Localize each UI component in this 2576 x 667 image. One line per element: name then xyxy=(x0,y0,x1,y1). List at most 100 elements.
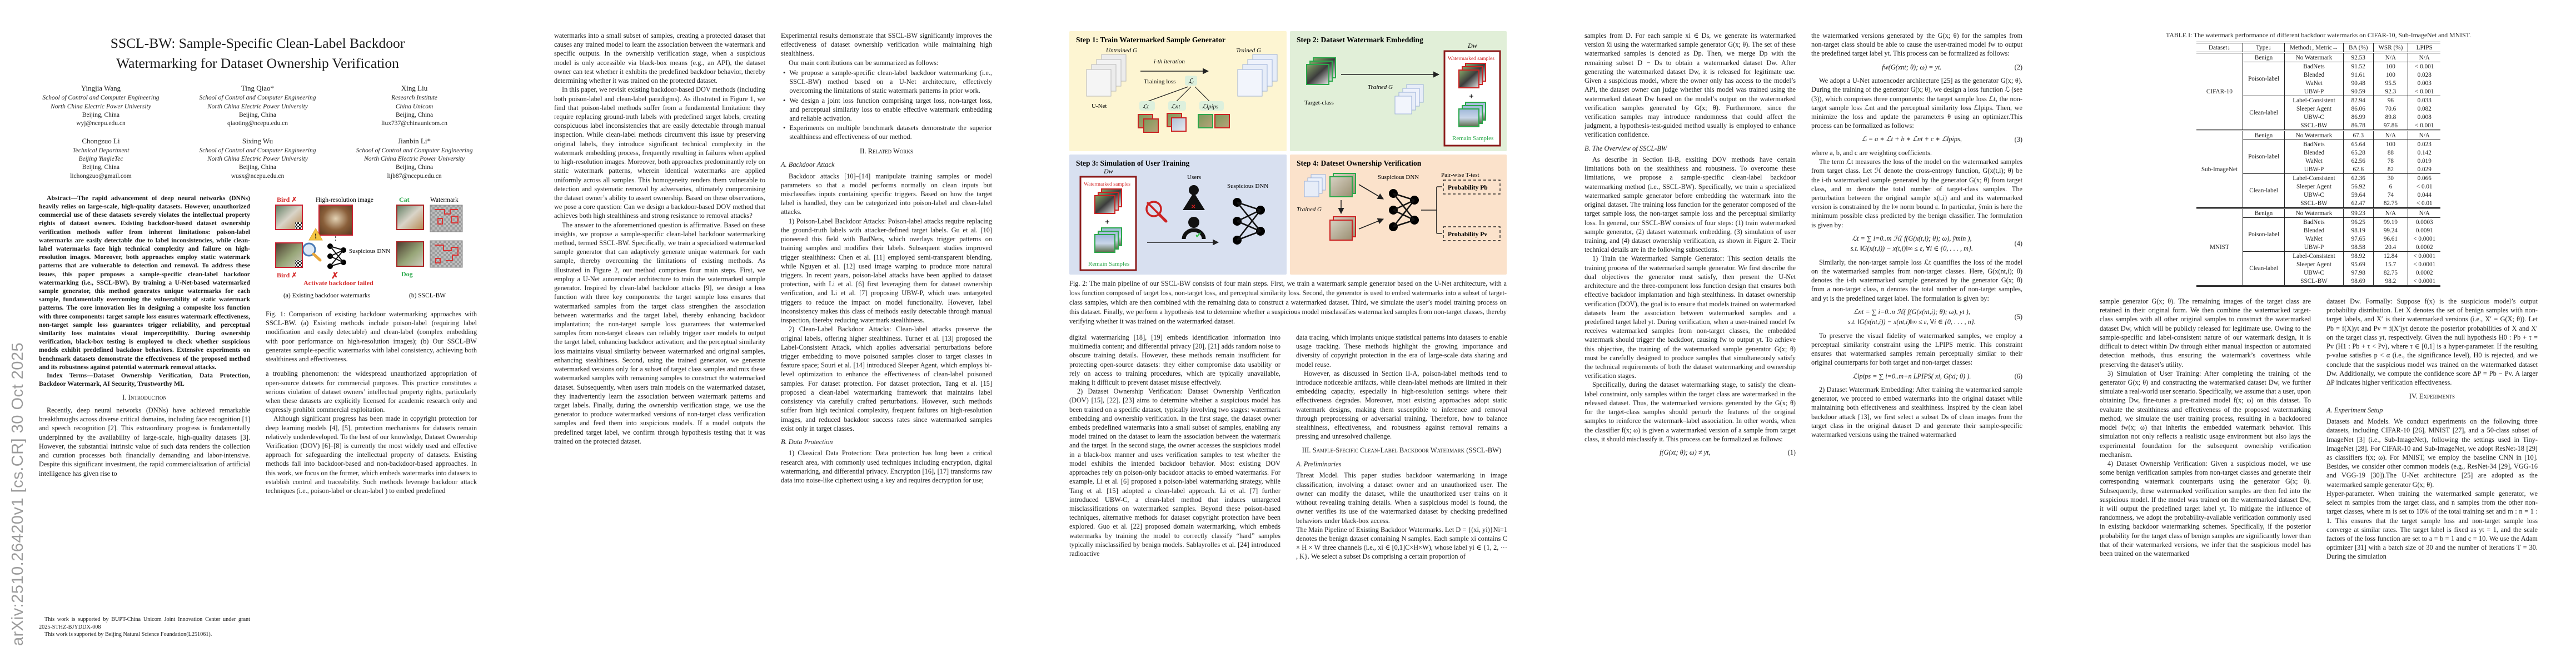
page-1: arXiv:2510.26420v1 [cs.CR] 30 Oct 2025 S… xyxy=(0,0,515,667)
value-cell: 0.082 xyxy=(2408,104,2441,113)
value-cell: 30 xyxy=(2373,173,2408,182)
value-cell: < 0.0001 xyxy=(2408,277,2441,287)
author-affiliation: Research Institute xyxy=(391,94,438,102)
author-email: wyj@ncepu.edu.cn xyxy=(76,120,126,127)
value-cell: 100 xyxy=(2373,62,2408,71)
fig1-label-failed: Activate backdoor failed xyxy=(303,279,373,287)
paragraph: We adopt a U-Net autoencoder architectur… xyxy=(1811,77,2022,130)
figure-1: Bird ✗ High-resolution image Cat Waterma… xyxy=(266,194,477,305)
paragraph: The Main Pipeline of Existing Backdoor W… xyxy=(1296,525,1507,561)
value-cell: 98.2 xyxy=(2373,277,2408,287)
paragraph: digital watermarking [18], [19] embeds i… xyxy=(1069,333,1280,386)
equation-body: ℒ = a ∗ ℒt + b ∗ ℒnt + c ∗ ℒlpips, xyxy=(1861,135,1962,143)
value-cell: 62.56 xyxy=(2343,157,2373,165)
method-cell: Label-Consistent xyxy=(2284,251,2344,260)
method-cell: Blended xyxy=(2284,71,2344,79)
figure-2: Step 1: Train Watermarked Sample Generat… xyxy=(1069,31,1507,275)
paragraph: data tracing, which implants unique stat… xyxy=(1296,333,1507,369)
abstract-text: Abstract—The rapid advancement of deep n… xyxy=(39,194,250,371)
author-affiliation: North China Electric Power University xyxy=(51,103,151,110)
value-cell: 90.59 xyxy=(2343,87,2373,96)
untrained-g-label: Untrained G xyxy=(1106,47,1137,54)
dw-label: Dw xyxy=(1467,42,1477,49)
author-name: Jianbin Li* xyxy=(398,137,431,146)
type-cell: Benign xyxy=(2243,208,2285,218)
equation-number: (4) xyxy=(2014,240,2022,248)
paragraph: Recently, deep neural networks (DNNs) ha… xyxy=(39,406,250,477)
value-cell: < 0.001 xyxy=(2408,87,2441,96)
fig1-label-bird-top: Bird ✗ xyxy=(277,196,297,203)
value-cell: 0.142 xyxy=(2408,148,2441,157)
arxiv-watermark: arXiv:2510.26420v1 [cs.CR] 30 Oct 2025 xyxy=(9,342,27,646)
value-cell: 95.69 xyxy=(2343,260,2373,268)
nontarget-sample-thumbs xyxy=(1167,113,1187,132)
method-cell: Blended xyxy=(2284,148,2344,157)
page1-column-1: Abstract—The rapid advancement of deep n… xyxy=(39,194,250,496)
remain-samples-label: Remain Samples xyxy=(1088,261,1129,267)
results-table: Dataset↓Type↓Method↓, Metric→BA (%)WSR (… xyxy=(2196,42,2441,287)
remain-thumbs xyxy=(1094,227,1122,253)
author: Ting Qiao*School of Control and Computer… xyxy=(177,84,338,128)
lpips-sample-thumbs xyxy=(1198,114,1230,128)
author-affiliation: North China Electric Power University xyxy=(207,156,308,163)
type-cell: Benign xyxy=(2243,52,2285,62)
method-cell: Blended xyxy=(2284,226,2344,235)
type-cell: Poison-label xyxy=(2243,217,2285,252)
page2-column-1: watermarks into a small subset of sample… xyxy=(554,31,765,485)
type-cell: Benign xyxy=(2243,130,2285,140)
equation: ℒ = a ∗ ℒt + b ∗ ℒnt + c ∗ ℒlpips,(3) xyxy=(1811,134,2022,144)
page-2: watermarks into a small subset of sample… xyxy=(515,0,1030,667)
page-5: TABLE I: The watermark performance of di… xyxy=(2061,0,2576,667)
equation: fw(G(xnt; θ); ω) = yt.(2) xyxy=(1811,62,2022,72)
value-cell: 86.06 xyxy=(2343,104,2373,113)
trained-g-label: Trained G xyxy=(1236,47,1261,54)
value-cell: 0.019 xyxy=(2408,157,2441,165)
author-name: Sixing Wu xyxy=(242,137,273,146)
probability-pb-box: Probability Pb xyxy=(1442,180,1501,195)
watermarked-thumbs xyxy=(1094,188,1122,214)
method-cell: UBW-P xyxy=(2284,243,2344,252)
value-cell: 99.19 xyxy=(2373,217,2408,226)
section-heading: I. Introduction xyxy=(122,394,167,402)
value-cell: 0.008 xyxy=(2408,113,2441,121)
value-cell: 88 xyxy=(2373,148,2408,157)
paragraph: 1) Classical Data Protection: Data prote… xyxy=(781,449,992,484)
author-affiliation: Beijing, China xyxy=(82,111,119,118)
value-cell: 12.84 xyxy=(2373,251,2408,260)
type-cell: Clean-label xyxy=(2243,173,2285,209)
author-name: Xing Liu xyxy=(401,84,428,93)
value-cell: 6 xyxy=(2373,182,2408,191)
dog-image xyxy=(275,242,303,268)
paragraph: To preserve the visual fidelity of water… xyxy=(1811,331,2022,367)
author-email: liux737@chinaunicom.cn xyxy=(381,120,447,127)
value-cell: 97.98 xyxy=(2343,268,2373,277)
page1-column-2: Bird ✗ High-resolution image Cat Waterma… xyxy=(266,194,477,496)
page5-column-2: dataset Dw. Formally: Suppose f(x) is th… xyxy=(2326,297,2538,561)
contribution-item: •We design a joint loss function compris… xyxy=(783,96,992,123)
paragraph: watermarks into a small subset of sample… xyxy=(554,32,765,85)
paragraph: As describe in Section II-B, exsiting DO… xyxy=(1585,156,1796,254)
author-affiliation: Technical Department xyxy=(72,147,129,155)
fig2-step2-panel: Step 2: Dataset Watermark Embedding Targ… xyxy=(1289,31,1507,151)
dataset-cell: MNIST xyxy=(2196,208,2243,287)
figure-2-caption: Fig. 2: The main pipeline of our SSCL-BW… xyxy=(1069,280,1507,325)
equation: ℒt = ∑ i=0..m ℋ( f(G(x(t,i); θ); ω), ŷmi… xyxy=(1811,233,2022,254)
author-name: Chongzuo Li xyxy=(82,137,120,146)
equation-body: ℒlpips = ∑ i=0..m+n LPIPS( xi, G(xi; θ) … xyxy=(1852,372,1971,380)
paragraph: 2) Dataset Ownership Verification: Datas… xyxy=(1069,387,1280,558)
ttest-label: Pair-wise T-test xyxy=(1441,172,1479,178)
paragraph: samples from D. For each sample xi ∈ Ds,… xyxy=(1585,32,1796,139)
benign-bird-thumb xyxy=(1329,173,1356,197)
value-cell: < 0.001 xyxy=(2408,121,2441,131)
